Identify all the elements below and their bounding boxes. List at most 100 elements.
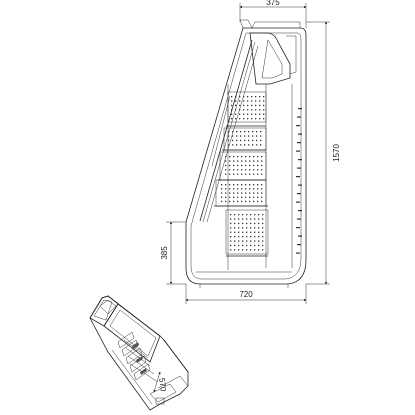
side-slot-mark: [296, 252, 300, 254]
perforation-dot: [228, 131, 230, 133]
side-slot-mark: [296, 176, 300, 178]
side-slot-mark: [297, 244, 301, 246]
perforation-dot: [236, 139, 238, 142]
perforation-dot: [261, 192, 263, 194]
side-slot-mark: [297, 116, 301, 118]
perforation-dot: [235, 109, 237, 111]
perforation-dot: [234, 218, 236, 220]
perforation-dot: [241, 160, 243, 162]
dimension-front-height: 385: [160, 221, 186, 285]
perforation-dot: [240, 135, 242, 137]
perforation-dot: [251, 118, 253, 120]
perforation-dot: [257, 164, 259, 167]
perforation-dot: [232, 131, 234, 133]
perforation-dot: [258, 214, 260, 216]
perforation-dot: [235, 100, 237, 102]
perforation-dot: [245, 164, 247, 167]
perforation-dot: [247, 100, 249, 102]
perforation-dot: [240, 131, 242, 133]
perforation-dot: [254, 222, 256, 225]
perforation-dot: [231, 96, 233, 98]
perforation-dot: [233, 196, 235, 198]
perforation-dot: [253, 192, 255, 194]
perforation-dot: [261, 156, 263, 158]
perforation-dot: [234, 236, 236, 238]
perforation-dot: [229, 192, 231, 194]
perforation-dot: [236, 144, 238, 146]
perforation-dot: [235, 118, 237, 120]
perforation-dot: [257, 188, 259, 190]
perforation-dot: [234, 240, 236, 242]
perforation-dot: [258, 222, 260, 225]
perforation-dot: [237, 192, 239, 194]
perforation-dot: [229, 173, 231, 175]
perforation-dot: [225, 192, 227, 194]
perforation-dot: [253, 160, 255, 162]
perforation-dot: [255, 96, 257, 98]
perforation-dot: [237, 196, 239, 198]
perforation-dot: [225, 156, 227, 158]
perforation-dot: [241, 188, 243, 190]
perforation-dot: [237, 164, 239, 167]
perforation-dot: [249, 196, 251, 198]
perforation-dot: [231, 113, 233, 115]
perforation-dot: [243, 96, 245, 98]
perforation-dot: [243, 104, 245, 107]
perforation-dot: [245, 188, 247, 190]
perforation-dot: [262, 231, 264, 233]
perforation-dot: [263, 109, 265, 111]
perforation-dot: [230, 231, 232, 233]
perforation-dot: [250, 244, 252, 247]
perforation-dot: [241, 164, 243, 167]
perforation-dot: [246, 214, 248, 216]
perforation-dot: [253, 173, 255, 175]
perforation-dot: [261, 160, 263, 162]
perforation-dot: [230, 240, 232, 242]
perforation-dot: [249, 160, 251, 162]
perforation-dot: [245, 192, 247, 194]
perforation-dot: [245, 160, 247, 162]
perforation-dot: [245, 196, 247, 198]
perforation-dot: [239, 118, 241, 120]
perforation-dot: [235, 96, 237, 98]
perforation-dot: [261, 188, 263, 190]
perforation-dot: [241, 196, 243, 198]
perforation-dot: [253, 164, 255, 167]
perforation-dot: [243, 118, 245, 120]
perforation-dot: [260, 139, 262, 142]
perforation-dot: [244, 144, 246, 146]
perforation-dot: [230, 218, 232, 220]
perforation-dot: [254, 236, 256, 238]
perforation-dot: [246, 231, 248, 233]
perforation-dot: [261, 164, 263, 167]
perforation-dot: [230, 222, 232, 225]
perforation-dot: [262, 227, 264, 229]
perforation-dot: [225, 188, 227, 190]
side-slot-mark: [298, 159, 302, 161]
perforation-dot: [240, 144, 242, 146]
perforation-dot: [257, 169, 259, 171]
perforation-dot: [246, 222, 248, 225]
perforation-dot: [237, 169, 239, 171]
perforation-dot: [233, 164, 235, 167]
perforation-dot: [263, 113, 265, 115]
perforation-dot: [258, 227, 260, 229]
perforation-dot: [248, 131, 250, 133]
dimension-label-top: 375: [266, 0, 280, 7]
perforation-dot: [259, 96, 261, 98]
perforation-dot: [233, 173, 235, 175]
perforation-dot: [240, 139, 242, 142]
perforation-dot: [263, 118, 265, 120]
perforation-dot: [246, 240, 248, 242]
perforation-dot: [262, 249, 264, 251]
perforation-dot: [249, 169, 251, 171]
perforation-dot: [261, 173, 263, 175]
perforation-dot: [234, 231, 236, 233]
perforation-dot: [248, 139, 250, 142]
perforation-dot: [259, 113, 261, 115]
perforation-dot: [260, 135, 262, 137]
perforation-dot: [237, 188, 239, 190]
perforation-dot: [243, 100, 245, 102]
perforation-dot: [247, 109, 249, 111]
front-view: [185, 19, 307, 288]
